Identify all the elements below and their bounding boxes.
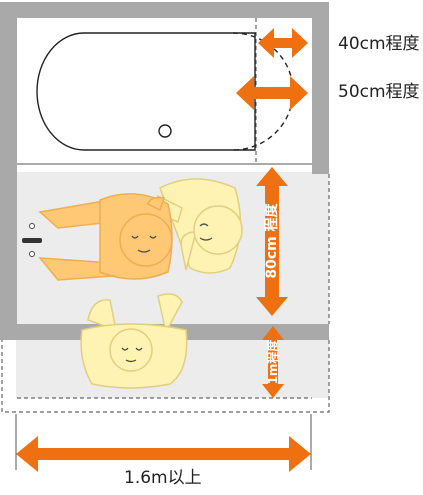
label-tub-gap-small: 40cm程度 [338,34,420,54]
caregiver-top-face [199,223,213,241]
arrow-total-width [16,436,311,472]
drain-icon [158,124,172,138]
arrow-extra-depth [262,326,284,398]
width-guides [15,414,312,470]
arrow-tub-gap-large [236,76,308,110]
label-extra-depth: 1m程度 [266,339,280,385]
arrow-wash-depth [256,167,288,316]
bathtub [36,32,294,151]
label-tub-gap-large: 50cm程度 [338,82,420,102]
bathing-person-face [131,235,157,253]
label-total-width: 1.6m以上 [124,468,202,488]
arrow-tub-gap-small [258,28,308,58]
faucet-icon [22,223,42,257]
label-wash-depth: 80cm 程度 [264,203,280,279]
caregiver-bottom-face [121,347,143,363]
bathing-person-icon [38,193,173,281]
caregiver-bottom-icon [80,293,188,389]
